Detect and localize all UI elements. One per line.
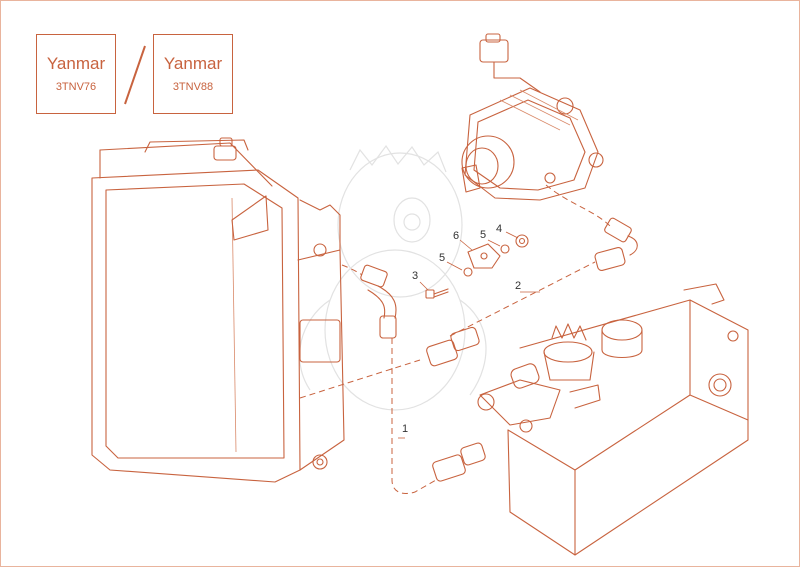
callout-3: 3 xyxy=(412,270,419,282)
engine-brand-1: Yanmar xyxy=(46,54,106,73)
leader-5b xyxy=(487,239,501,247)
hydraulic-tank xyxy=(477,283,749,556)
callout-1: 1 xyxy=(402,423,409,435)
hose-pump-to-elbow xyxy=(545,184,613,229)
hose-2 xyxy=(449,261,596,337)
leader-6 xyxy=(459,239,473,251)
callout-4: 4 xyxy=(496,223,503,235)
mounting-plate xyxy=(467,243,501,269)
radiator xyxy=(91,137,345,483)
engine-model-2: 3TNV88 xyxy=(172,81,214,93)
leader-4 xyxy=(505,231,519,239)
hose-radiator-return xyxy=(299,359,421,399)
leader-3 xyxy=(419,281,429,291)
callout-6: 6 xyxy=(453,230,460,242)
hose-radiator-to-elbow xyxy=(341,264,363,276)
label-separator-slash xyxy=(124,45,146,105)
washer-upper xyxy=(500,244,510,254)
straight-fitting-middle xyxy=(426,326,480,367)
washer-lower xyxy=(463,267,473,277)
callout-5b: 5 xyxy=(480,229,487,241)
bolt xyxy=(425,288,449,299)
engine-model-1: 3TNV76 xyxy=(55,81,97,93)
watermark-mascot xyxy=(299,144,487,411)
hose-1 xyxy=(391,338,437,494)
elbow-fitting-right xyxy=(594,217,638,271)
callout-2: 2 xyxy=(515,280,522,292)
hydraulic-pump xyxy=(461,33,604,201)
engine-label-box-1: Yanmar 3TNV76 xyxy=(36,34,116,114)
straight-fitting-bottom xyxy=(432,442,486,482)
elbow-fitting-left xyxy=(360,264,397,339)
callout-5a: 5 xyxy=(439,252,446,264)
leader-5a xyxy=(446,261,463,271)
engine-brand-2: Yanmar xyxy=(163,54,223,73)
nut xyxy=(515,234,529,248)
engine-label-box-2: Yanmar 3TNV88 xyxy=(153,34,233,114)
